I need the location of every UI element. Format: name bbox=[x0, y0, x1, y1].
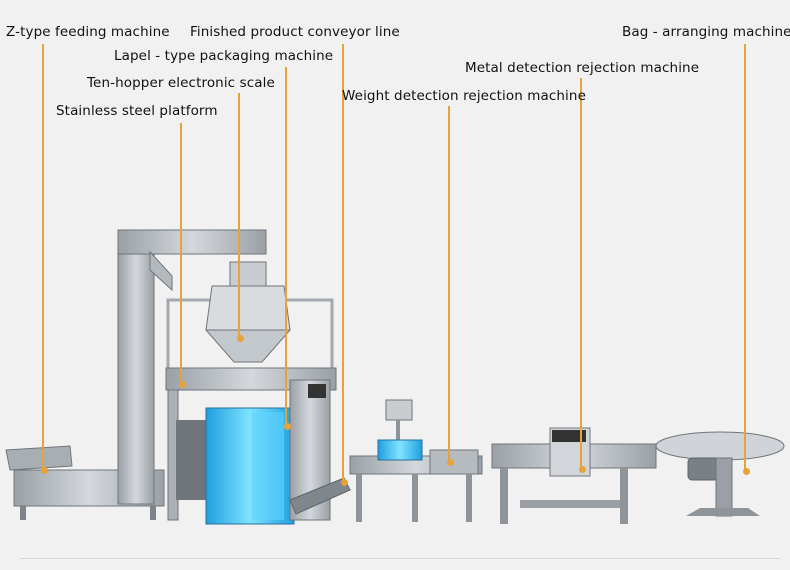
z-type-feeder bbox=[5, 229, 267, 520]
ten-hopper-scale bbox=[204, 261, 292, 363]
leader-ztype-end bbox=[40, 467, 48, 474]
leader-tenhopper-end bbox=[236, 335, 244, 342]
leader-weight bbox=[448, 106, 450, 463]
label-bag-arranging-machine: Bag - arranging machine bbox=[622, 24, 790, 40]
leader-steel-end bbox=[178, 381, 186, 388]
leader-conveyor-end bbox=[340, 479, 348, 486]
leader-bag bbox=[744, 44, 746, 472]
metal-detection-machine bbox=[491, 427, 657, 524]
leader-bag-end bbox=[742, 468, 750, 475]
label-z-type-feeding-machine: Z-type feeding machine bbox=[6, 24, 170, 40]
label-ten-hopper-scale: Ten-hopper electronic scale bbox=[87, 75, 275, 91]
leader-tenhopper bbox=[238, 93, 240, 339]
label-lapel-packaging-machine: Lapel - type packaging machine bbox=[114, 48, 334, 64]
label-finished-product-conveyor: Finished product conveyor line bbox=[190, 24, 400, 40]
label-metal-detection-machine: Metal detection rejection machine bbox=[465, 60, 700, 76]
leader-conveyor bbox=[342, 44, 344, 482]
leader-lapel-end bbox=[283, 423, 291, 430]
leader-weight-end bbox=[446, 459, 454, 466]
leader-steel bbox=[180, 123, 182, 385]
leader-metal-end bbox=[578, 466, 586, 473]
bag-arranging-machine bbox=[655, 431, 785, 517]
leader-metal bbox=[580, 78, 582, 470]
lapel-packaging-machine bbox=[205, 379, 331, 525]
floor-line bbox=[20, 558, 780, 559]
leader-lapel bbox=[285, 67, 287, 427]
leader-ztype bbox=[42, 44, 44, 470]
label-stainless-steel-platform: Stainless steel platform bbox=[56, 103, 218, 119]
weight-detection-machine bbox=[349, 399, 483, 522]
finished-product-conveyor bbox=[289, 477, 351, 515]
label-weight-detection-machine: Weight detection rejection machine bbox=[342, 88, 586, 104]
